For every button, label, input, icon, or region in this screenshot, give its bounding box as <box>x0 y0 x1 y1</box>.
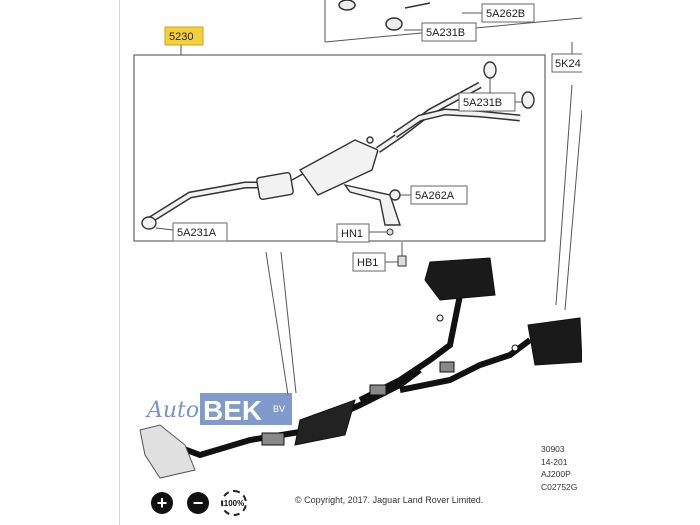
exhaust-system-diagram: 5A262B 5A231B 5K24 5230 <box>133 0 582 479</box>
copyright-text: © Copyright, 2017. Jaguar Land Rover Lim… <box>295 495 484 505</box>
watermark-suffix-text: BV <box>273 404 285 414</box>
viewer-left-border <box>119 0 120 525</box>
parts-diagram-viewer[interactable]: 5A262B 5A231B 5K24 5230 <box>120 0 582 525</box>
watermark-script-text: Auto <box>145 398 199 423</box>
callout-label: HN1 <box>341 228 363 240</box>
zoom-in-button[interactable]: + <box>151 492 173 514</box>
full-exhaust-overview <box>139 257 582 479</box>
callout-top-5a231b[interactable]: 5A231B <box>421 22 477 42</box>
doc-ref-1: 30903 <box>541 444 565 454</box>
callout-label: 5A231A <box>177 227 217 239</box>
callout-hb1[interactable]: HB1 <box>352 252 386 272</box>
zoom-reset-button[interactable]: 100% <box>221 490 247 516</box>
callout-side-5k24[interactable]: 5K24 <box>551 53 582 73</box>
callout-label: 5A262A <box>415 190 455 202</box>
callout-top-5a262b[interactable]: 5A262B <box>481 3 535 23</box>
top-clamp-part <box>338 0 431 31</box>
doc-ref-4: C02752G <box>541 481 578 492</box>
right-gutter <box>582 0 700 525</box>
callout-box-5a231a[interactable]: 5A231A <box>172 222 228 242</box>
callout-box-5a231b[interactable]: 5A231B <box>458 92 516 112</box>
group-label-text: 5230 <box>169 31 193 43</box>
callout-label: 5K24 <box>555 58 581 70</box>
plus-icon: + <box>156 492 168 513</box>
zoom-reset-label: 100% <box>223 498 245 508</box>
callout-hn1[interactable]: HN1 <box>336 223 370 243</box>
callout-box-5a262a[interactable]: 5A262A <box>410 185 468 205</box>
doc-ref-2: 14-201 <box>541 456 568 467</box>
auto-bek-watermark: Auto BEK BV <box>145 385 300 437</box>
detail-exhaust-assembly <box>141 61 535 230</box>
minus-icon: − <box>192 492 204 513</box>
watermark-main-text: BEK <box>203 395 262 426</box>
left-gutter <box>0 0 119 525</box>
group-label-5230[interactable]: 5230 <box>164 26 204 46</box>
callout-label: 5A231B <box>463 97 502 109</box>
doc-ref-3: AJ200P <box>541 469 571 479</box>
document-reference-codes: 30903 14-201 AJ200P C02752G <box>541 443 577 493</box>
callout-label: HB1 <box>357 257 378 269</box>
zoom-out-button[interactable]: − <box>187 492 209 514</box>
callout-label: 5A231B <box>426 27 465 39</box>
callout-label: 5A262B <box>486 8 525 20</box>
